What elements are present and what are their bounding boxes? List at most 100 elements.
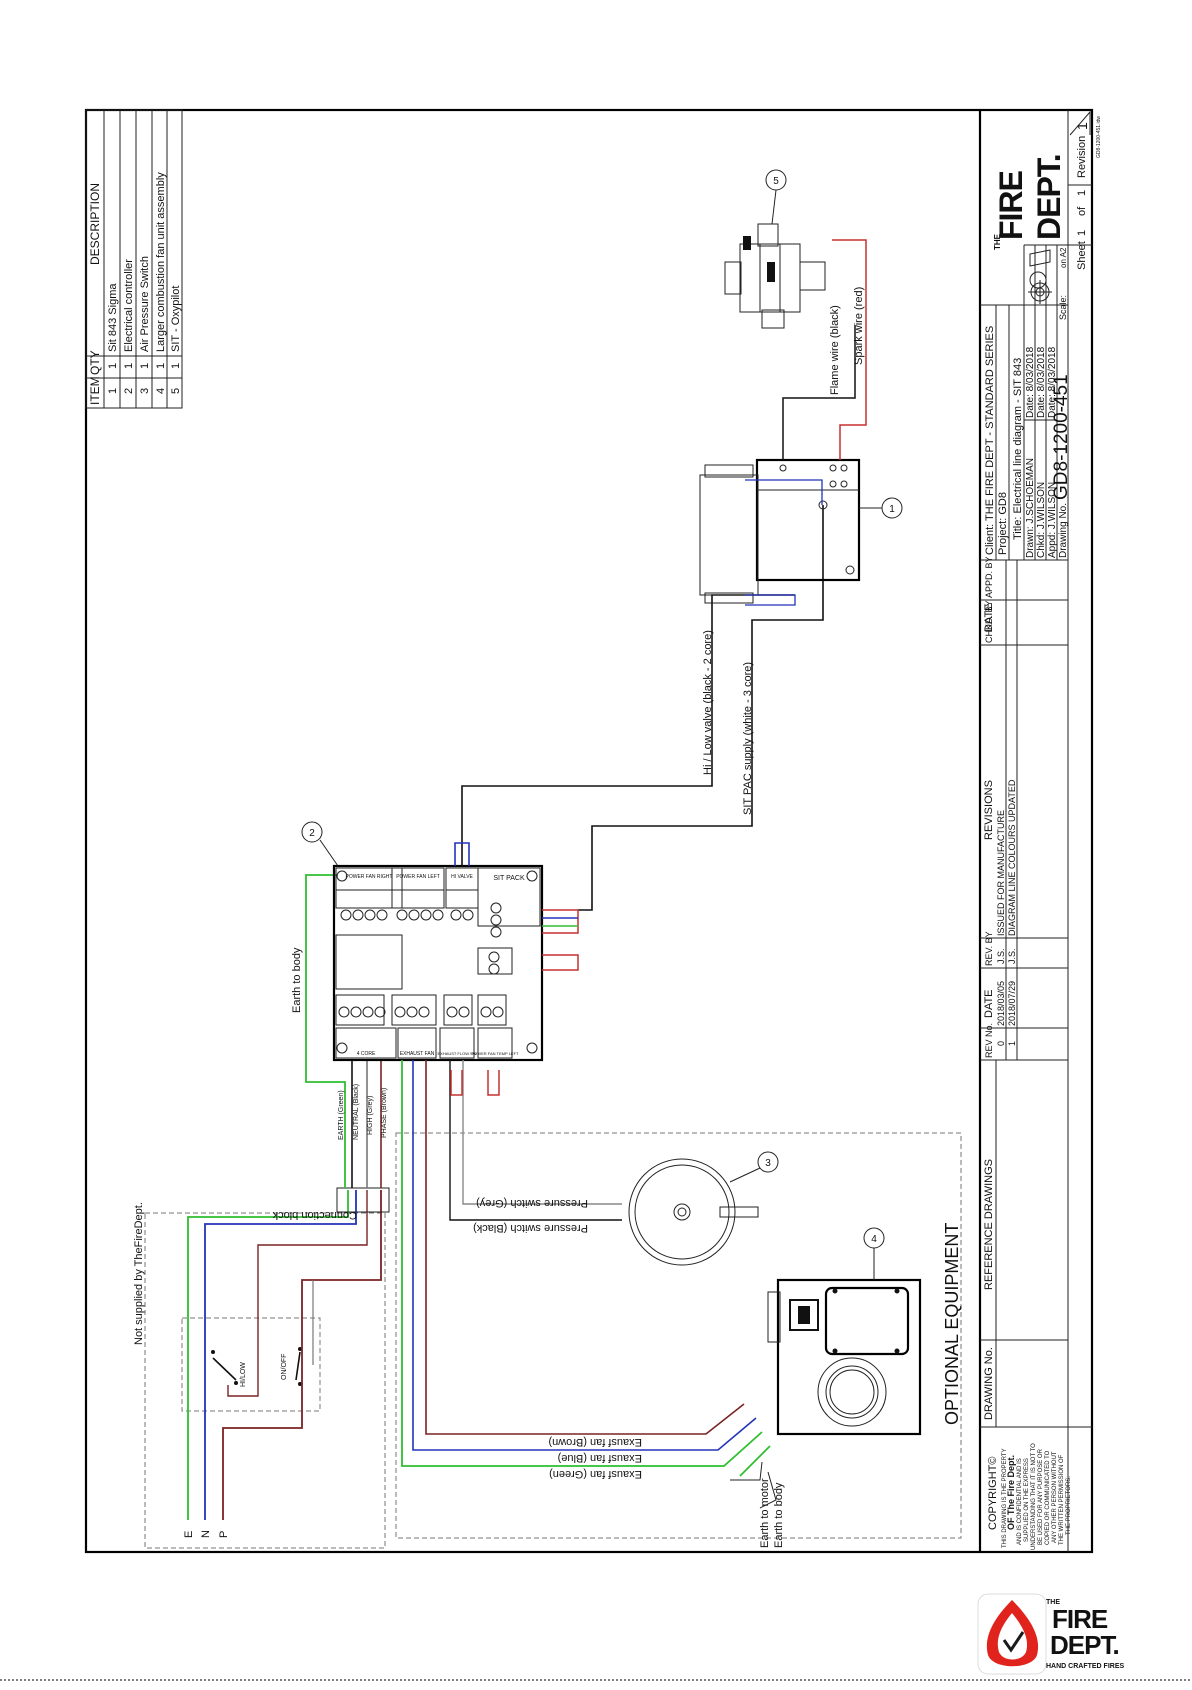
client-text: Client: THE FIRE DEPT - STANDARD SERIES bbox=[984, 326, 996, 555]
parts-row: 2 1 Electrical controller bbox=[123, 259, 135, 394]
parts-header-item: ITEM bbox=[88, 376, 102, 405]
neutral-supply-wire bbox=[204, 1190, 357, 1520]
callout-5: 5 bbox=[765, 169, 787, 225]
not-supplied-label: Not supplied by TheFireDept. bbox=[133, 1202, 145, 1345]
svg-text:THE: THE bbox=[993, 233, 1002, 250]
pressure-black-wire bbox=[449, 1060, 622, 1221]
pressure-grey-wire bbox=[462, 1060, 622, 1205]
ctrl-label-exhaust-fan: EXHAUST FAN bbox=[400, 1051, 435, 1057]
sheet-total: 1 bbox=[1076, 190, 1088, 196]
on-off-switch: ON/OFF bbox=[281, 1347, 302, 1386]
ctrl-label-fan-left: POWER FAN LEFT bbox=[396, 874, 440, 880]
chkd-date-text: Date: 8/03/2018 bbox=[1036, 346, 1047, 418]
spark-wire bbox=[832, 239, 867, 460]
svg-text:FIRE: FIRE bbox=[993, 170, 1029, 240]
rev-no-header: REV No. bbox=[984, 1023, 994, 1058]
svg-text:2: 2 bbox=[309, 828, 315, 839]
svg-text:3: 3 bbox=[139, 388, 151, 394]
drawn-date-text: Date: 8/03/2018 bbox=[1025, 346, 1036, 418]
parts-header-qty: QTY bbox=[88, 350, 102, 375]
ctrl-label-temp: POWER FAN TEMP LEFT bbox=[472, 1051, 520, 1056]
phase-brown-label: PHASE (Brown) bbox=[381, 1088, 388, 1138]
svg-text:1: 1 bbox=[123, 363, 135, 369]
oxypilot bbox=[724, 223, 826, 329]
earth-to-body-label: Earth to body bbox=[291, 947, 303, 1013]
hi-low-label: HI/LOW bbox=[240, 1362, 247, 1387]
parts-list-table: ITEM QTY DESCRIPTION 1 1 Sit 843 Sigma 2… bbox=[85, 109, 183, 409]
svg-text:1: 1 bbox=[170, 363, 182, 369]
supply-n-label: N bbox=[200, 1530, 212, 1538]
footer-brand-dept: DEPT. bbox=[1050, 1630, 1119, 1660]
footer-brand-tagline: HAND CRAFTED FIRES bbox=[1046, 1663, 1124, 1670]
svg-text:J.S.: J.S. bbox=[996, 948, 1006, 964]
sheet-of: of bbox=[1076, 206, 1088, 216]
not-supplied-boundary bbox=[144, 1212, 386, 1549]
footer-brand-logo: THE FIRE DEPT. HAND CRAFTED FIRES bbox=[977, 1593, 1124, 1675]
flame-wire-label: Flame wire (black) bbox=[829, 305, 841, 395]
svg-text:ANY OTHER PERSON WITHOUT: ANY OTHER PERSON WITHOUT bbox=[1052, 1451, 1058, 1543]
parts-row: 4 1 Larger combustion fan unit assembly bbox=[155, 172, 167, 394]
svg-text:1: 1 bbox=[139, 363, 151, 369]
revision-row: 1 2018/07/29 J.S. DIAGRAM LINE COLOURS U… bbox=[1007, 779, 1017, 1046]
svg-text:AND IS CONFIDENTIAL AND IS: AND IS CONFIDENTIAL AND IS bbox=[1017, 1458, 1023, 1545]
svg-text:COPIED OR COMMUNICATED TO: COPIED OR COMMUNICATED TO bbox=[1045, 1450, 1051, 1545]
rev-date-header: DATE bbox=[983, 989, 995, 1018]
title-block-brand-logo: THE FIRE DEPT. bbox=[993, 154, 1067, 250]
revision-no: 1 bbox=[1074, 122, 1090, 130]
svg-text:4: 4 bbox=[871, 1234, 877, 1245]
sit-843-valve bbox=[699, 458, 861, 606]
svg-text:0: 0 bbox=[996, 1041, 1006, 1046]
drawing-frame bbox=[84, 108, 1094, 1554]
svg-text:1: 1 bbox=[889, 504, 895, 515]
supply-p-label: P bbox=[218, 1531, 230, 1538]
svg-text:THIS DRAWING IS THE PROPERTY: THIS DRAWING IS THE PROPERTY bbox=[1002, 1448, 1008, 1548]
chkd-by-header: CHKD. BY bbox=[984, 600, 994, 643]
svg-text:5: 5 bbox=[773, 176, 779, 187]
svg-text:UNDERSTANDING THAT IT IS NOT T: UNDERSTANDING THAT IT IS NOT TO bbox=[1031, 1443, 1037, 1550]
earth-to-motor-label: Earth to motor bbox=[759, 1478, 771, 1548]
footer-brand-fire: FIRE bbox=[1052, 1604, 1108, 1634]
pressure-black-label: Pressure switch (Black) bbox=[473, 1222, 588, 1234]
parts-row: 5 1 SIT - Oxypilot bbox=[170, 286, 182, 394]
callout-3: 3 bbox=[729, 1151, 779, 1183]
appd-by-header: APPD. BY bbox=[984, 556, 994, 598]
callout-2: 2 bbox=[301, 821, 339, 867]
svg-text:2: 2 bbox=[123, 388, 135, 394]
flame-wire bbox=[782, 325, 856, 460]
svg-text:1: 1 bbox=[155, 363, 167, 369]
scale-label: Scale: bbox=[1058, 295, 1068, 320]
ctrl-label-pressure: EXHAUST FLOW SW bbox=[437, 1051, 476, 1056]
fan-blue-label: Exausf fan (Blue) bbox=[558, 1452, 642, 1464]
hi-low-switch: HI/LOW bbox=[211, 1350, 247, 1387]
rev-by-header: REV. BY bbox=[984, 931, 994, 966]
projection-symbol-icon bbox=[1028, 249, 1052, 304]
ctrl-label-input: 4 CORE bbox=[357, 1051, 376, 1057]
hi-low-valve-label: Hi / Low valve (black - 2 core) bbox=[702, 630, 714, 775]
svg-text:Air Pressure Switch: Air Pressure Switch bbox=[139, 256, 151, 352]
svg-text:Larger combustion fan unit ass: Larger combustion fan unit assembly bbox=[155, 172, 167, 352]
air-pressure-switch bbox=[628, 1158, 759, 1266]
ctrl-label-fan-right: POWER FAN RIGHT bbox=[346, 874, 393, 880]
svg-text:ISSUED FOR MANUFACTURE: ISSUED FOR MANUFACTURE bbox=[996, 810, 1006, 936]
svg-text:BE USED FOR ANY PURPOSE OR: BE USED FOR ANY PURPOSE OR bbox=[1038, 1448, 1044, 1545]
optional-equipment-label: OPTIONAL EQUIPMENT bbox=[942, 1223, 962, 1425]
svg-text:DIAGRAM LINE COLOURS UPDATED: DIAGRAM LINE COLOURS UPDATED bbox=[1007, 779, 1017, 936]
supply-e-label: E bbox=[183, 1531, 195, 1538]
svg-text:DEPT.: DEPT. bbox=[1031, 154, 1067, 240]
switch-boundary bbox=[181, 1317, 321, 1412]
drawing-no: GD8-1200-451 bbox=[1051, 374, 1072, 500]
file-ref: GD8-1200-451.idw bbox=[1096, 116, 1102, 158]
drawing-no-label: Drawing No. bbox=[1058, 503, 1069, 558]
combustion-fan-unit bbox=[767, 1278, 922, 1436]
sit-pac-supply-label: SIT PAC supply (white - 3 core) bbox=[742, 662, 754, 815]
ref-drawings-header: REFERENCE DRAWINGS bbox=[983, 1159, 995, 1290]
appd-date-text: Date: 8/03/2018 bbox=[1047, 346, 1058, 418]
title-text: Title: Electrical line diagram - SIT 843 bbox=[1012, 358, 1024, 540]
date2-header: DATE bbox=[983, 603, 995, 632]
svg-text:2018/03/05: 2018/03/05 bbox=[996, 981, 1006, 1026]
earth-to-body-fan-label: Earth to body bbox=[773, 1482, 785, 1548]
fan-brown-label: Exausf fan (Brown) bbox=[548, 1436, 642, 1448]
revision-label: Revision bbox=[1076, 136, 1088, 178]
electrical-controller: POWER FAN RIGHT POWER FAN LEFT HI VALVE … bbox=[332, 864, 544, 1062]
high-supply-wire bbox=[227, 1190, 368, 1397]
